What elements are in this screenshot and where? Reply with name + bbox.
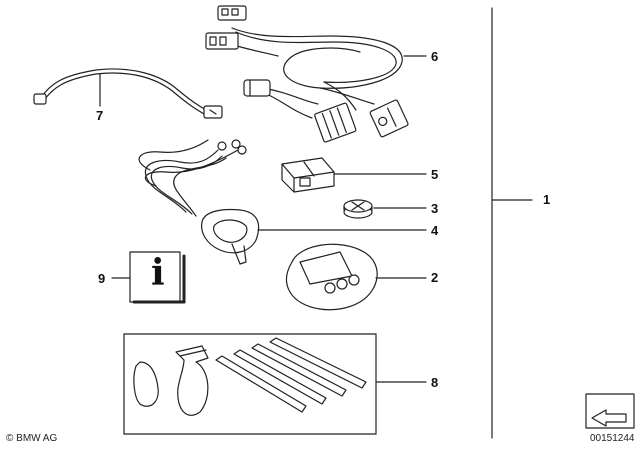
callout-6: 6 (431, 49, 439, 64)
battery-cell-part (343, 199, 373, 219)
view-direction-icon (585, 393, 635, 429)
callout-9: 9 (98, 271, 106, 286)
display-unit-part (285, 243, 378, 311)
leader-lines (99, 55, 427, 383)
callout-4: 4 (431, 223, 439, 238)
callout-3: 3 (431, 201, 439, 216)
switch-block-part (281, 157, 335, 193)
callout-8: 8 (431, 375, 439, 390)
callout-5: 5 (431, 167, 439, 182)
cable-loom-part (138, 139, 260, 265)
wiring-harness-part (205, 5, 409, 143)
sensor-cable-part (33, 68, 223, 119)
callout-1: 1 (543, 192, 551, 207)
callout-7: 7 (96, 108, 104, 123)
copyright-label: © BMW AG (6, 433, 58, 444)
info-glyph: i (151, 252, 165, 294)
diagram-id-label: 00151244 (590, 433, 635, 444)
info-label-part (129, 251, 186, 304)
group-bracket-line (491, 7, 533, 439)
mounting-kit-frame (123, 333, 377, 435)
mounting-strap-part (133, 345, 209, 416)
cable-ties-part (215, 337, 367, 413)
callout-2: 2 (431, 270, 439, 285)
